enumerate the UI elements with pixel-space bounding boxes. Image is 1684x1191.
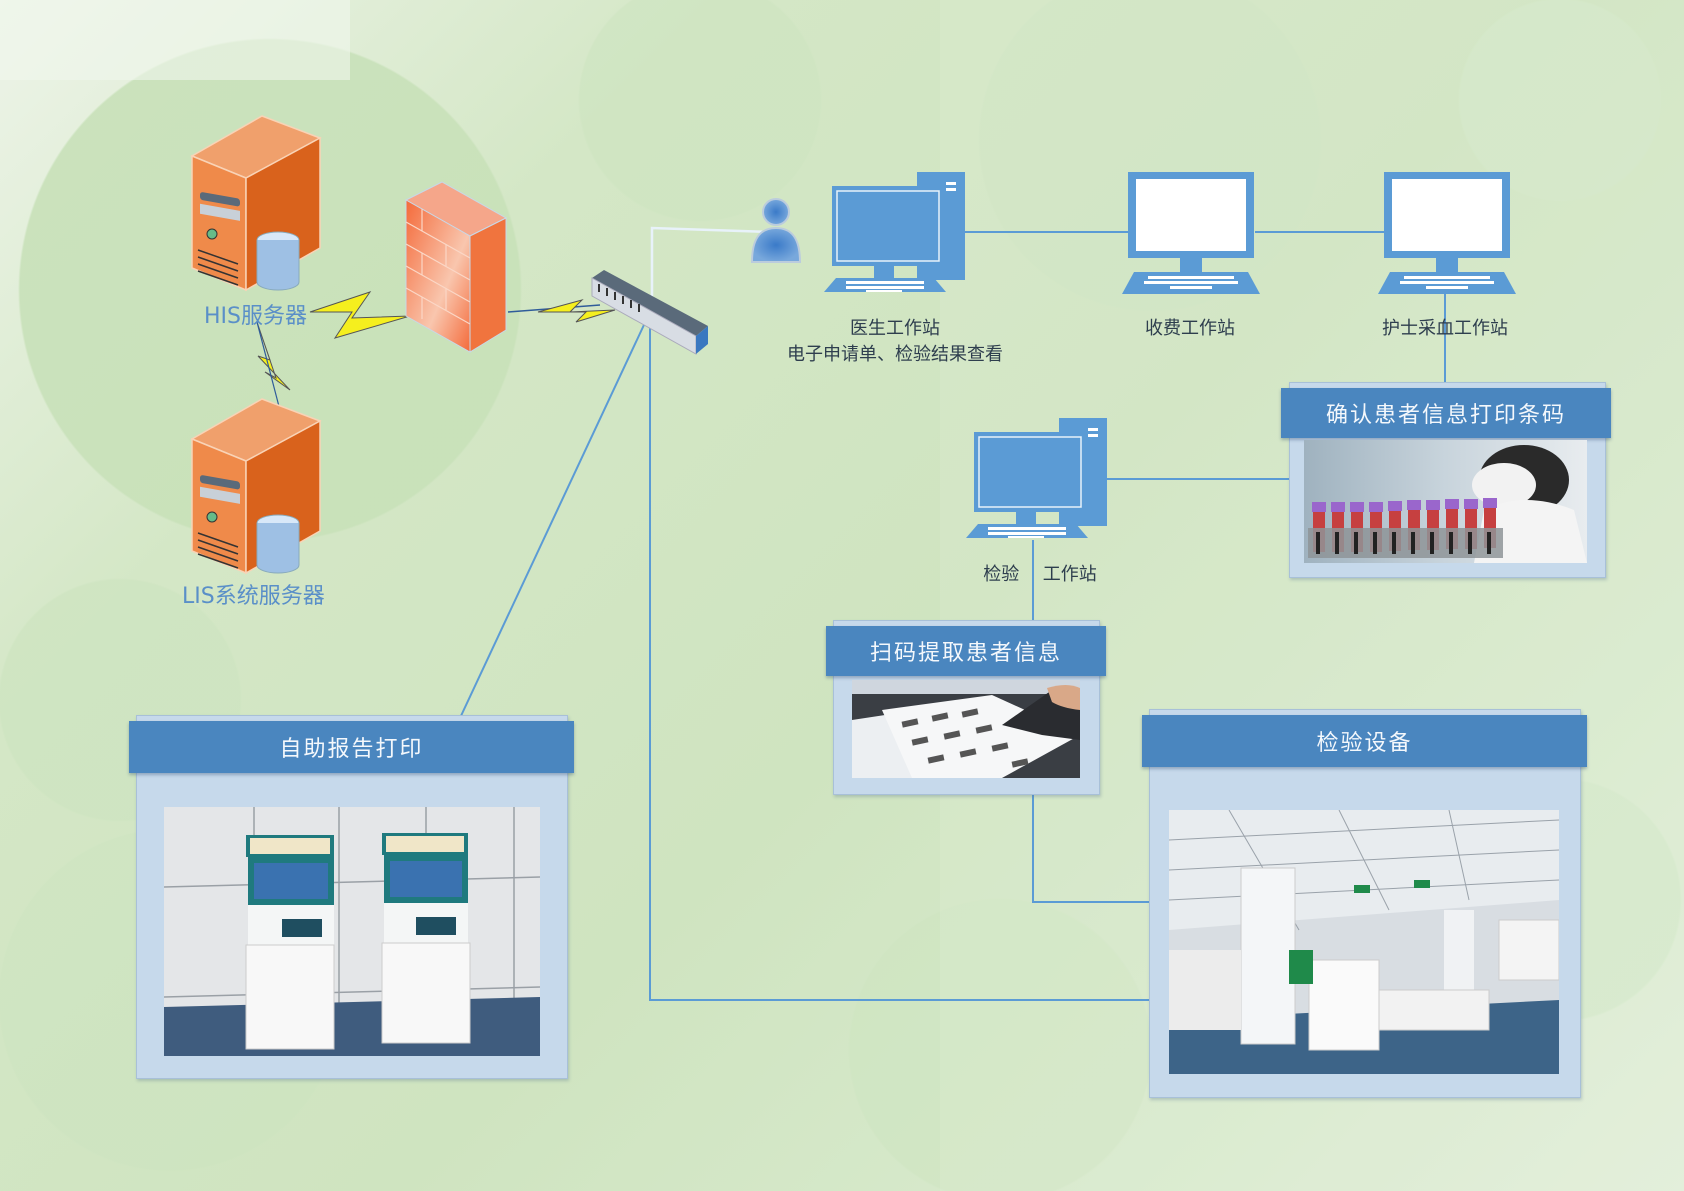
user-icon — [748, 196, 804, 268]
lab-workstation-label-part2: 工作站 — [1042, 564, 1097, 585]
lightning-his-firewall — [309, 291, 411, 339]
network-switch-icon — [590, 268, 710, 356]
self-print-title: 自助报告打印 — [129, 721, 574, 773]
self-service-kiosk-photo — [164, 807, 540, 1056]
scan-title: 扫码提取患者信息 — [826, 626, 1106, 676]
laptop-icon — [1120, 170, 1262, 295]
server-database-icon — [190, 112, 330, 292]
lab-workstation-label-part1: 检验 — [983, 564, 1020, 585]
desktop-computer-icon — [964, 416, 1109, 541]
doctor-workstation-label: 医生工作站 — [850, 318, 940, 339]
background-decoration — [0, 0, 350, 80]
lab-workstation-label: 检验 工作站 — [975, 560, 1105, 586]
desktop-computer-icon — [822, 170, 967, 295]
lis-server-label: LIS系统服务器 — [182, 584, 325, 609]
barcode-print-title: 确认患者信息打印条码 — [1281, 388, 1611, 438]
barcode-scanner-photo — [852, 680, 1080, 778]
link-switch-equipment — [649, 312, 1150, 1001]
lightning-his-lis — [256, 321, 291, 391]
laptop-icon — [1376, 170, 1518, 295]
laboratory-equipment-photo — [1169, 810, 1559, 1074]
doctor-workstation-sublabel: 电子申请单、检验结果查看 — [787, 344, 1003, 365]
link-switch-selfprint — [459, 311, 651, 719]
equipment-title: 检验设备 — [1142, 715, 1587, 767]
lightning-firewall-switch — [537, 299, 616, 323]
link-scan-equipment — [1032, 793, 1150, 903]
his-server-label: HIS服务器 — [204, 304, 307, 329]
server-database-icon — [190, 395, 330, 575]
billing-workstation-label: 收费工作站 — [1145, 318, 1235, 339]
firewall-icon — [402, 180, 512, 355]
nurse-workstation-label: 护士采血工作站 — [1382, 318, 1508, 339]
blood-sample-tubes-photo — [1304, 440, 1587, 563]
link-switch-user — [650, 226, 771, 312]
